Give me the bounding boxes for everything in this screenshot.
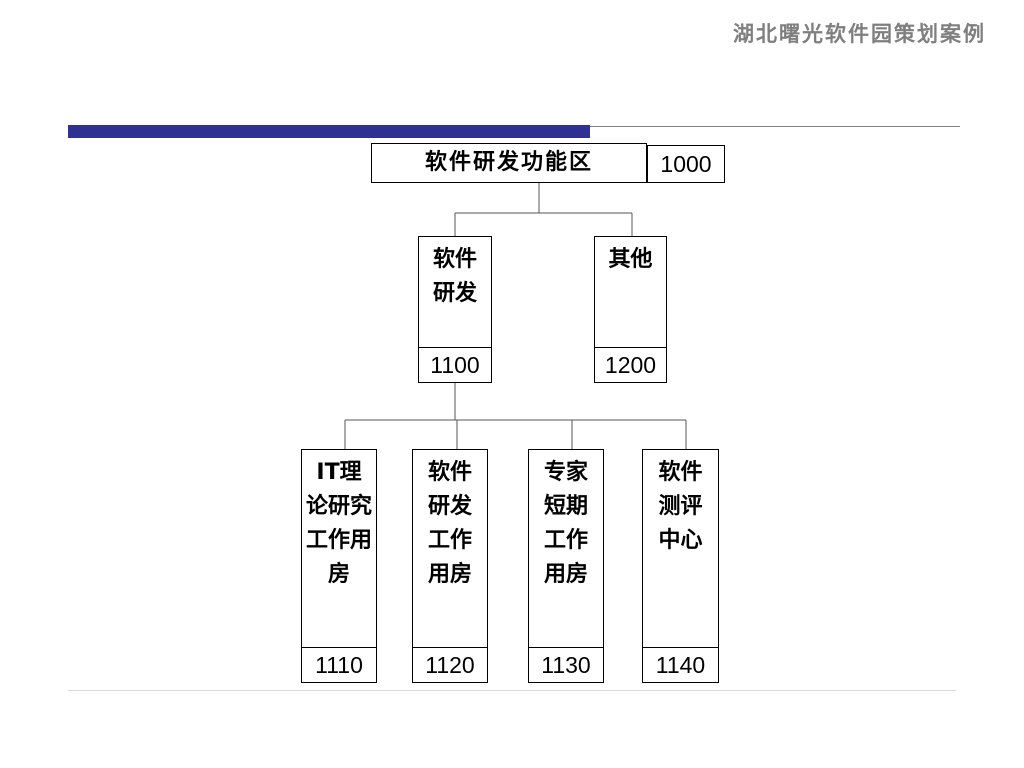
node-root-code: 1000 bbox=[647, 145, 725, 183]
node-1120-code: 1120 bbox=[413, 647, 487, 682]
node-1100-label: 软件研发 bbox=[432, 247, 477, 306]
node-1100: 软件研发 1100 bbox=[418, 236, 492, 383]
node-1110-label: IT理论研究工作用房 bbox=[306, 460, 373, 587]
node-1110: IT理论研究工作用房 1110 bbox=[301, 449, 377, 683]
node-1140-code: 1140 bbox=[643, 647, 718, 682]
node-1130: 专家短期工作用房 1130 bbox=[528, 449, 604, 683]
node-1200: 其他 1200 bbox=[594, 236, 667, 383]
node-1140: 软件测评中心 1140 bbox=[642, 449, 719, 683]
node-1140-label: 软件测评中心 bbox=[658, 460, 703, 553]
node-1120: 软件研发工作用房 1120 bbox=[412, 449, 488, 683]
page-header-title: 湖北曙光软件园策划案例 bbox=[733, 21, 986, 46]
header-divider-line bbox=[590, 126, 960, 127]
node-1200-code: 1200 bbox=[595, 347, 666, 382]
node-1100-code: 1100 bbox=[419, 347, 491, 382]
footer-divider-line bbox=[68, 690, 956, 691]
node-1120-label: 软件研发工作用房 bbox=[427, 460, 472, 587]
node-1130-label: 专家短期工作用房 bbox=[543, 460, 588, 587]
node-root-label: 软件研发功能区 bbox=[371, 143, 647, 183]
node-1110-code: 1110 bbox=[302, 647, 376, 682]
node-1130-code: 1130 bbox=[529, 647, 603, 682]
header-accent-bar bbox=[68, 125, 590, 138]
node-1200-label: 其他 bbox=[608, 247, 653, 272]
